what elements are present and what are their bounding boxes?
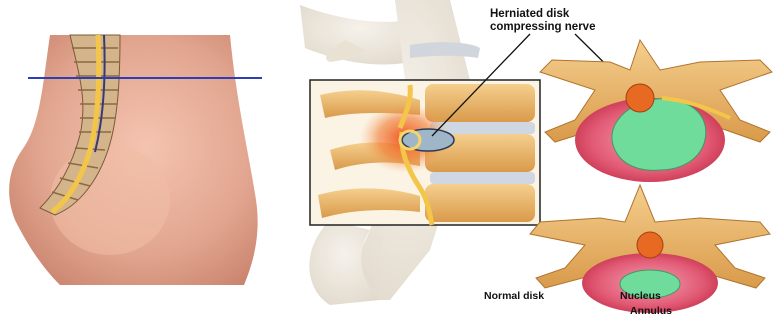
- herniated-disk-label: Herniated disk compressing nerve: [490, 8, 595, 34]
- axial-normal-canal: [637, 232, 663, 258]
- axial-herniated-view: [540, 40, 772, 182]
- normal-disk-label: Normal disk: [484, 290, 544, 302]
- vertebral-body-upper: [425, 84, 535, 122]
- zoomed-lumbar-view: [310, 80, 540, 225]
- annulus-label: Annulus: [630, 305, 672, 317]
- nucleus-label: Nucleus: [620, 290, 661, 302]
- ghost-disk-top: [410, 42, 480, 58]
- axial-herniated-canal: [626, 84, 654, 112]
- herniated-label-line1: Herniated disk: [490, 8, 595, 21]
- herniated-label-line2: compressing nerve: [490, 21, 595, 34]
- disk-lower: [430, 172, 535, 184]
- vertebral-body-lower: [425, 184, 535, 222]
- back-side-view: [9, 35, 262, 285]
